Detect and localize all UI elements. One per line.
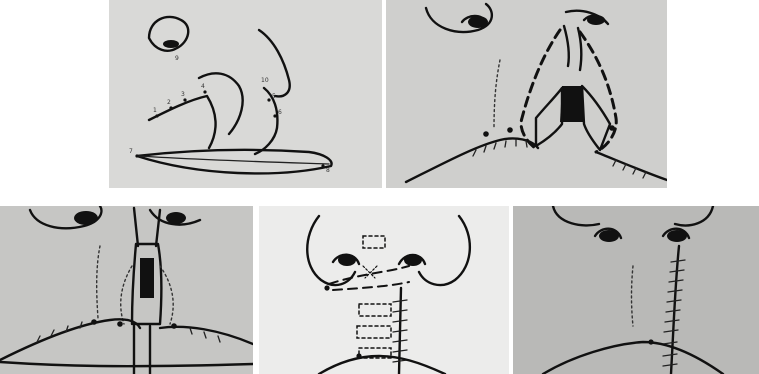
right-nostril xyxy=(404,254,422,266)
panel-layered-closure xyxy=(259,206,509,374)
cleft-gap xyxy=(140,258,154,298)
svg-text:8: 8 xyxy=(326,167,330,174)
svg-text:6: 6 xyxy=(278,109,282,116)
panel-completed-repair xyxy=(513,206,759,374)
drawing-flaps-rotated xyxy=(0,206,253,374)
svg-text:5: 5 xyxy=(272,93,276,100)
cleft-gap xyxy=(560,86,584,122)
svg-text:4: 4 xyxy=(201,83,205,90)
svg-text:2: 2 xyxy=(167,99,171,106)
drawing-flap-outline xyxy=(386,0,667,188)
drawing-completed-repair xyxy=(513,206,759,374)
svg-text:9: 9 xyxy=(175,55,179,62)
left-nostril xyxy=(74,211,98,225)
right-nostril xyxy=(667,230,687,242)
left-nostril xyxy=(599,230,619,242)
panel-lateral-markings: 1 2 3 4 5 6 7 8 9 10 xyxy=(109,0,382,188)
right-nostril xyxy=(166,212,186,224)
left-nostril xyxy=(338,254,356,266)
svg-text:7: 7 xyxy=(129,148,133,155)
drawing-layered-closure xyxy=(259,206,509,374)
svg-text:10: 10 xyxy=(261,77,269,84)
svg-text:1: 1 xyxy=(153,107,157,114)
drawing-lateral-markings: 1 2 3 4 5 6 7 8 9 10 xyxy=(109,0,382,188)
left-nostril xyxy=(468,16,488,28)
svg-text:3: 3 xyxy=(181,91,185,98)
panel-flaps-rotated xyxy=(0,206,253,374)
panel-flap-outline xyxy=(386,0,667,188)
right-nostril xyxy=(587,15,605,25)
